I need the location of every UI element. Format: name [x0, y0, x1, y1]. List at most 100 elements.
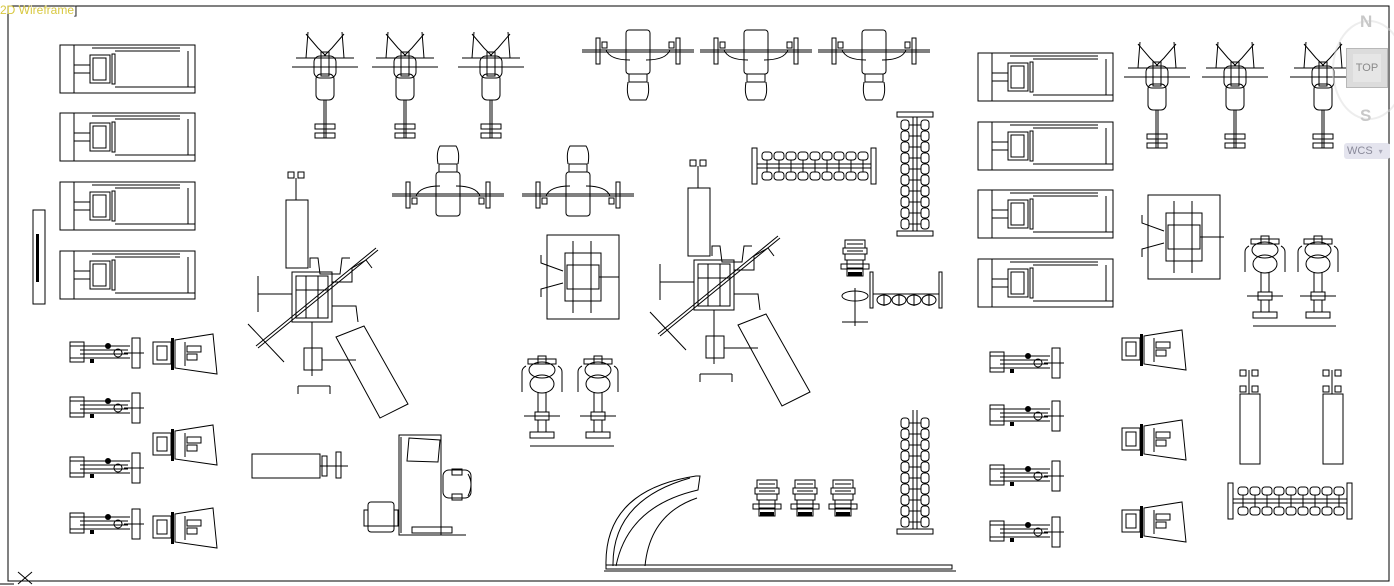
- dumbbell: [900, 505, 930, 517]
- dumbbell: [900, 417, 930, 429]
- dumbbell-rack: [869, 271, 943, 309]
- rower: [69, 392, 145, 424]
- compass-north-label[interactable]: N: [1360, 12, 1373, 31]
- treadmill: [59, 112, 196, 162]
- upright-bike: [291, 31, 359, 139]
- upright-bike: [371, 31, 439, 139]
- visual-style-label[interactable]: 2D Wireframe: [0, 3, 75, 17]
- dumbbell: [906, 294, 922, 306]
- viewcube-top-label: TOP: [1353, 54, 1381, 82]
- dumbbell: [845, 151, 857, 181]
- dumbbell: [821, 151, 833, 181]
- dumbbell: [900, 439, 930, 451]
- treadmill: [977, 189, 1114, 239]
- treadmill: [977, 52, 1114, 102]
- wcs-menu-button[interactable]: WCS ▾: [1344, 143, 1390, 159]
- dumbbell: [900, 218, 930, 230]
- curved-counter: [604, 475, 956, 572]
- dumbbell: [900, 472, 930, 484]
- treadmill: [977, 258, 1114, 308]
- leg-press: [152, 424, 218, 466]
- dumbbell: [833, 151, 845, 181]
- smith-stations: [540, 194, 1224, 320]
- dumbbell: [1285, 486, 1297, 516]
- dumbbell: [891, 294, 907, 306]
- plate-tree: [840, 239, 870, 277]
- dumbbell: [1249, 486, 1261, 516]
- dumbbell: [921, 294, 937, 306]
- treadmills-left: [59, 44, 196, 300]
- treadmills-right: [977, 52, 1114, 308]
- dumbbell-racks: [751, 111, 1353, 535]
- dumbbell: [785, 151, 797, 181]
- dumbbell: [900, 185, 930, 197]
- dumbbell: [900, 450, 930, 462]
- dumbbell: [900, 141, 930, 153]
- visual-style-control[interactable]: 2D Wireframe]: [0, 3, 77, 17]
- viewcube-top-face[interactable]: TOP: [1346, 48, 1388, 88]
- upright-bikes-top-left: [291, 31, 525, 139]
- dumbbell: [797, 151, 809, 181]
- plate-stand: [841, 288, 869, 326]
- dumbbell: [900, 119, 930, 131]
- bench-press-top: [581, 29, 931, 101]
- multi-station: [247, 171, 409, 419]
- bench-press: [391, 145, 505, 217]
- leg-press: [1121, 419, 1187, 461]
- multi-station: [649, 159, 811, 407]
- dumbbell: [809, 151, 821, 181]
- dumbbell: [773, 151, 785, 181]
- dumbbell: [900, 461, 930, 473]
- upright-bike: [1123, 41, 1191, 149]
- chair: [363, 501, 399, 533]
- rowers-right: [989, 347, 1065, 548]
- elliptical: [577, 355, 619, 439]
- dumbbell: [1321, 486, 1333, 516]
- dumbbell: [900, 152, 930, 164]
- treadmill: [59, 181, 196, 231]
- dumbbell: [1297, 486, 1309, 516]
- treadmill: [59, 250, 196, 300]
- compass-south-label[interactable]: S: [1360, 106, 1372, 125]
- bench-press: [699, 29, 813, 101]
- ucs-icon: [0, 571, 33, 585]
- rowers-left: [69, 337, 145, 540]
- dumbbell: [1261, 486, 1273, 516]
- elliptical: [1297, 235, 1339, 319]
- plate-trees: [752, 239, 870, 517]
- mirror-panel: [32, 209, 46, 305]
- dumbbell: [761, 151, 773, 181]
- viewcube[interactable]: N TOP S: [1332, 10, 1394, 160]
- elliptical: [521, 355, 563, 439]
- smith-station: [540, 234, 620, 320]
- rower: [989, 460, 1065, 492]
- dumbbell: [857, 151, 869, 181]
- smith-station: [1141, 194, 1224, 280]
- flat-bench: [251, 451, 348, 479]
- elliptical: [1244, 235, 1286, 319]
- dumbbell-rack: [896, 410, 934, 535]
- ellipticals: [521, 235, 1339, 447]
- dumbbell: [900, 483, 930, 495]
- rower: [69, 337, 145, 369]
- treadmill: [59, 44, 196, 94]
- bench-press: [521, 145, 635, 217]
- dumbbell-rack: [1227, 482, 1353, 520]
- multi-gym: [247, 159, 811, 419]
- dumbbell: [1237, 486, 1249, 516]
- chevron-down-icon: ▾: [1378, 146, 1383, 156]
- viewport-controls-bracket: ]: [74, 3, 78, 17]
- plate-tree: [790, 479, 820, 517]
- dumbbell: [900, 207, 930, 219]
- tall-station: [1322, 369, 1344, 465]
- dumbbell: [876, 294, 892, 306]
- rower: [989, 516, 1065, 548]
- tall-station: [1239, 369, 1261, 465]
- bench-press: [817, 29, 931, 101]
- leg-press-right: [1121, 329, 1187, 543]
- leg-press: [152, 333, 218, 375]
- wcs-label: WCS: [1347, 145, 1373, 157]
- dumbbell: [1333, 486, 1345, 516]
